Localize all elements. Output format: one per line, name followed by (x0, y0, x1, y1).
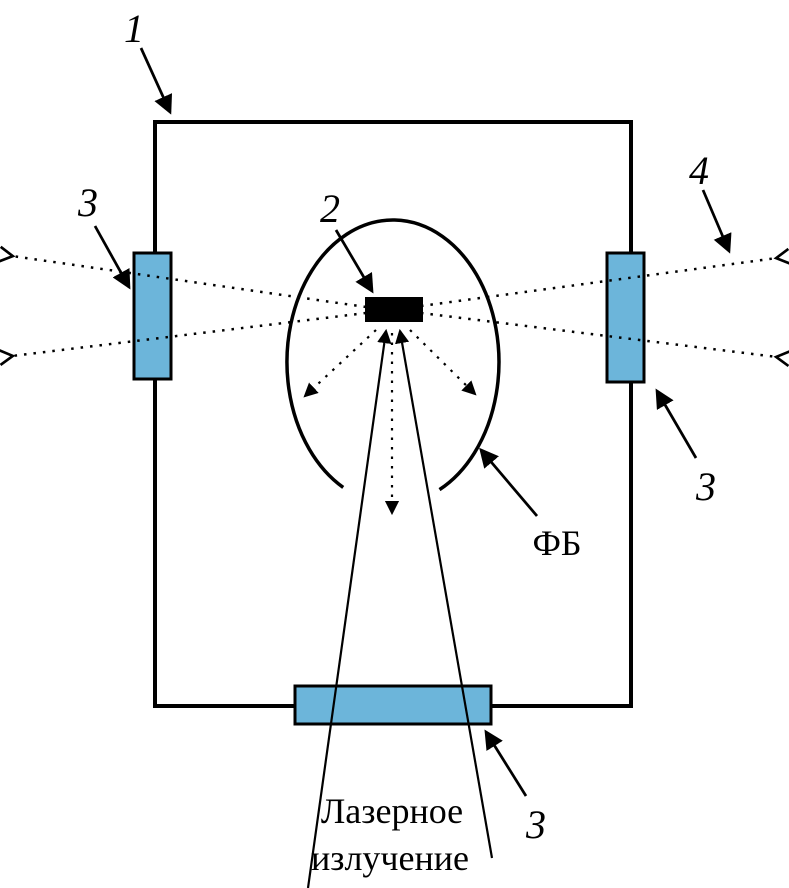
chamber-outline (153, 120, 633, 708)
laser-edge-left (306, 328, 392, 888)
window-left (132, 251, 173, 381)
window-bottom (293, 684, 493, 726)
photodetector-label: ФБ (532, 523, 581, 563)
scatter-ray-down-right (409, 329, 477, 396)
callout-window-left-label: 3 (77, 180, 98, 225)
leader-arrow-beam (701, 189, 732, 254)
leader-arrow-window-right (655, 388, 698, 459)
laser-caption-line2: излучение (311, 838, 469, 878)
laser-edge-right (395, 328, 494, 859)
callout-window-bottom-label: 3 (525, 802, 546, 847)
beam-right-lower (420, 311, 789, 368)
scatter-ray-down-left (303, 329, 377, 398)
leader-arrow-window-bottom (484, 729, 528, 797)
callout-beam-label: 4 (689, 148, 709, 193)
leader-arrow-photodetector (479, 447, 539, 517)
beam-left-lower (0, 311, 367, 367)
leader-arrow-chamber (139, 47, 173, 115)
laser-caption-line1: Лазерное (321, 791, 463, 831)
photodetector-arc (285, 218, 501, 492)
callout-sample-label: 2 (320, 186, 340, 231)
beam-left-upper (0, 245, 367, 309)
leader-arrow-sample (334, 229, 374, 294)
beam-right-upper (420, 247, 789, 308)
sample-rect (365, 297, 423, 322)
window-right (605, 251, 646, 384)
leader-arrow-window-left (93, 225, 131, 290)
callout-chamber-label: 1 (124, 6, 144, 51)
callout-window-right-label: 3 (695, 464, 716, 509)
